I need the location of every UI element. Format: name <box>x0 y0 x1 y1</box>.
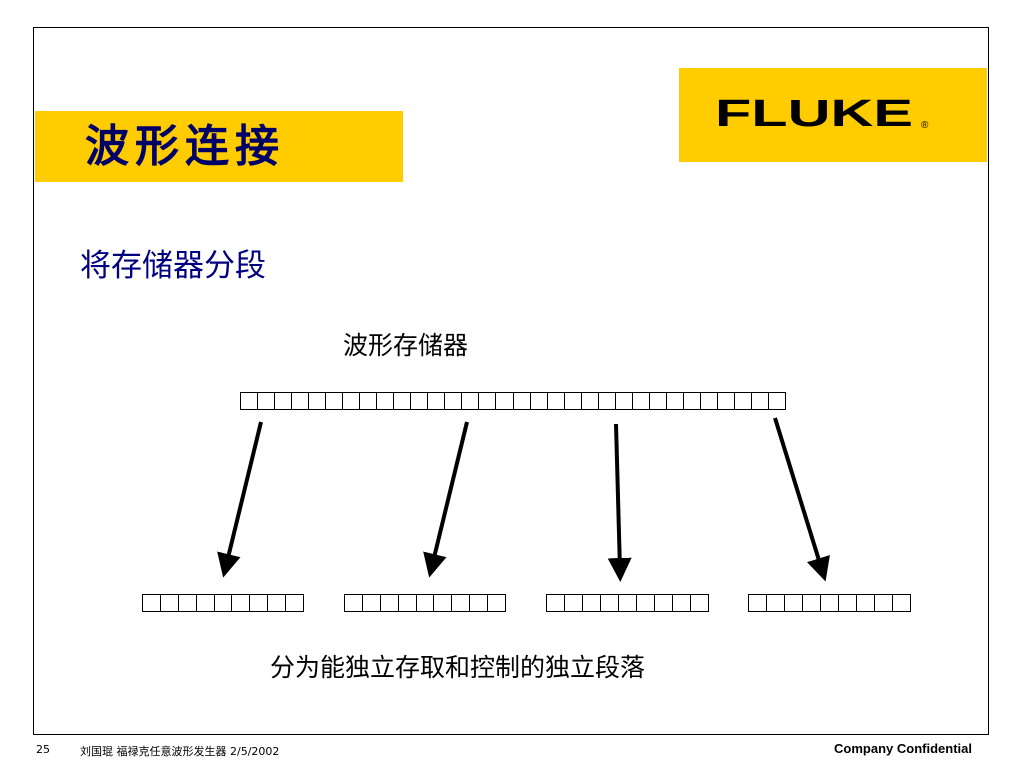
memory-cell <box>428 393 446 409</box>
memory-segment-4 <box>748 594 911 612</box>
memory-cell <box>275 393 293 409</box>
memory-cell <box>360 393 378 409</box>
memory-cell <box>445 393 463 409</box>
segment-cell <box>547 595 565 611</box>
arrow-3 <box>607 423 632 582</box>
segment-cell <box>749 595 767 611</box>
segment-cell <box>250 595 269 611</box>
subtitle: 将存储器分段 <box>80 248 266 284</box>
memory-cell <box>684 393 701 409</box>
memory-cell <box>582 393 599 409</box>
slide-title: 波形连接 <box>85 121 285 172</box>
memory-cell <box>531 393 548 409</box>
segment-cell <box>161 595 179 611</box>
segment-cell <box>875 595 893 611</box>
segment-cell <box>637 595 655 611</box>
arrow-2 <box>423 421 469 578</box>
segment-cell <box>601 595 619 611</box>
memory-cell <box>462 393 480 409</box>
memory-cell <box>496 393 514 409</box>
segment-cell <box>673 595 691 611</box>
slide-frame <box>33 27 989 735</box>
segment-cell <box>215 595 233 611</box>
memory-segment-3 <box>546 594 709 612</box>
memory-cell <box>701 393 718 409</box>
memory-cell <box>633 393 650 409</box>
segments-caption: 分为能独立存取和控制的独立段落 <box>270 653 646 682</box>
memory-cell <box>394 393 412 409</box>
segment-cell <box>821 595 839 611</box>
memory-cell <box>650 393 667 409</box>
memory-cell <box>548 393 565 409</box>
segment-cell <box>452 595 471 611</box>
arrow-1 <box>217 421 263 578</box>
segment-cell <box>619 595 637 611</box>
segment-cell <box>232 595 251 611</box>
segment-cell <box>417 595 435 611</box>
memory-cell <box>514 393 531 409</box>
segment-cell <box>179 595 197 611</box>
segment-cell <box>143 595 161 611</box>
memory-cell <box>411 393 429 409</box>
memory-segment-2 <box>344 594 506 612</box>
fluke-logo <box>679 68 987 162</box>
memory-cell <box>667 393 684 409</box>
title-band <box>35 111 403 182</box>
segment-cell <box>268 595 287 611</box>
segment-cell <box>434 595 453 611</box>
segment-cell <box>767 595 785 611</box>
segment-cell <box>345 595 363 611</box>
memory-label: 波形存储器 <box>343 331 469 360</box>
memory-cell <box>735 393 752 409</box>
memory-cell <box>565 393 582 409</box>
segment-cell <box>381 595 399 611</box>
company-confidential: Company Confidential <box>834 741 972 756</box>
registered-mark: ® <box>921 120 929 131</box>
memory-segment-1 <box>142 594 304 612</box>
footer-info: 刘国琨 福禄克任意波形发生器 2/5/2002 <box>80 745 280 758</box>
memory-cell <box>309 393 327 409</box>
arrow-4 <box>773 417 830 582</box>
page-number: 25 <box>36 743 50 756</box>
memory-cell <box>292 393 310 409</box>
segment-cell <box>803 595 821 611</box>
memory-cell <box>752 393 769 409</box>
memory-cell <box>479 393 497 409</box>
memory-cell <box>718 393 735 409</box>
memory-cell <box>343 393 361 409</box>
fluke-logo-text: FLUKE <box>715 96 913 135</box>
memory-cell <box>326 393 344 409</box>
memory-cell <box>241 393 259 409</box>
memory-cell <box>599 393 616 409</box>
segment-cell <box>470 595 489 611</box>
memory-cell <box>258 393 276 409</box>
waveform-memory-bar <box>240 392 786 410</box>
memory-cell <box>377 393 395 409</box>
segment-cell <box>583 595 601 611</box>
segment-cell <box>565 595 583 611</box>
fluke-logo-wordmark: FLUKE ® <box>715 96 929 135</box>
memory-cell <box>616 393 633 409</box>
segment-cell <box>857 595 875 611</box>
segment-cell <box>197 595 215 611</box>
segment-cell <box>839 595 857 611</box>
segment-cell <box>363 595 381 611</box>
segment-cell <box>785 595 803 611</box>
segment-cell <box>399 595 417 611</box>
segment-cell <box>655 595 673 611</box>
